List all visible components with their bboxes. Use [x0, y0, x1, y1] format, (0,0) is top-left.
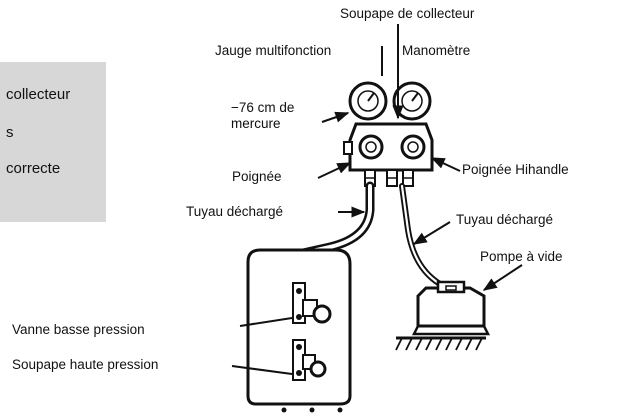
low-pressure-valve — [292, 282, 332, 324]
outdoor-unit — [246, 248, 352, 413]
leader-lines — [231, 24, 523, 375]
high-pressure-valve — [292, 339, 327, 381]
label-manometre: Manomètre — [402, 43, 471, 58]
panel-text-line: correcte — [6, 160, 61, 177]
hose-right — [399, 183, 443, 287]
label-soupape-collecteur: Soupape de collecteur — [340, 6, 475, 21]
label-tuyau-decharge-left: Tuyau déchargé — [186, 204, 284, 219]
label-poignee: Poignée — [232, 169, 282, 184]
gauge-manometer — [392, 81, 432, 121]
label-pompe-a-vide: Pompe à vide — [480, 249, 563, 264]
manifold-body — [343, 122, 434, 187]
panel-text-line: s — [6, 124, 14, 141]
side-caption-panel — [0, 62, 106, 222]
label-mercure-line2: mercure — [231, 116, 281, 131]
label-jauge-multifonction: Jauge multifonction — [215, 43, 332, 58]
gauge-multifunction — [348, 81, 388, 121]
vacuum-pump — [395, 280, 491, 351]
panel-text-line: collecteur — [6, 86, 71, 103]
label-tuyau-decharge-right: Tuyau déchargé — [456, 212, 554, 227]
label-soupape-haute-pression: Soupape haute pression — [12, 357, 159, 372]
label-vanne-basse-pression: Vanne basse pression — [12, 322, 145, 337]
label-mercure-line1: −76 cm de — [231, 100, 295, 115]
label-poignee-hihandle: Poignée Hihandle — [462, 162, 569, 177]
